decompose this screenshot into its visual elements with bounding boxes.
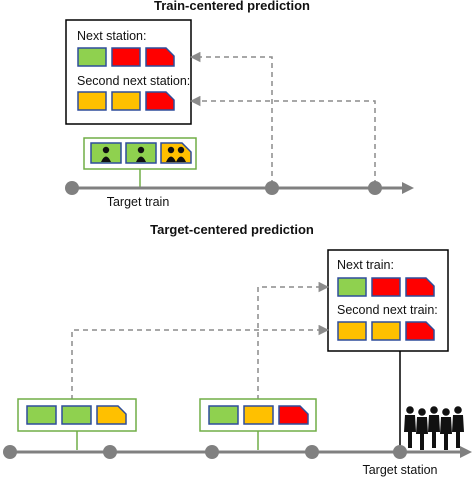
second-next-train-label: Second next train: [337,303,438,317]
target-train-label: Target train [107,195,170,209]
waiting-people-icon [404,406,464,450]
next-station-label: Next station: [77,29,146,43]
passenger-body [166,156,176,162]
second-station-connector [189,95,376,185]
passenger-icon [102,146,110,154]
train-car [337,321,367,341]
second-next-station-cars [77,91,175,111]
top-node-1 [65,181,79,195]
person-icon [430,406,438,414]
train-car [278,405,309,425]
train-car [405,277,435,297]
person-icon [442,408,450,416]
top-node-2 [265,181,279,195]
train-car [61,405,92,425]
train-car [111,91,141,111]
passenger-body [101,156,111,162]
person-icon [452,415,464,448]
target-centered-title: Target-centered prediction [150,222,314,237]
passenger-body [176,156,186,162]
target-station-label: Target station [362,463,437,477]
person-icon [418,408,426,416]
train-centered-title: Train-centered prediction [154,0,310,13]
train-car [243,405,274,425]
bottom-track-arrowhead [460,446,472,458]
person-icon [428,415,440,448]
passenger-icon [137,146,145,154]
person-icon [454,406,462,414]
passenger-icon [167,146,175,154]
top-node-3 [368,181,382,195]
passenger-body [136,156,146,162]
bottom-node-5 [393,445,407,459]
next-train-cars [337,277,435,297]
next-train-label: Next train: [337,258,394,272]
person-icon [406,406,414,414]
next-station-cars [77,47,175,67]
train-car [208,405,239,425]
bottom-node-3 [205,445,219,459]
train-car [96,405,127,425]
train-car [26,405,57,425]
train-a-cars [26,405,127,425]
person-icon [404,415,416,448]
passenger-icon [177,146,185,154]
second-train-connector [71,324,330,400]
second-next-station-label: Second next station: [77,74,190,88]
train-b-cars [208,405,309,425]
bottom-node-4 [305,445,319,459]
person-icon [440,417,452,450]
train-car [371,321,401,341]
bottom-node-2 [103,445,117,459]
train-dashed-connectors [189,51,376,185]
train-car [77,91,107,111]
target-dashed-connectors [71,281,330,400]
top-track-arrowhead [402,182,414,194]
train-car [111,47,141,67]
train-car [77,47,107,67]
train-car [337,277,367,297]
next-station-connector [189,51,273,185]
train-car [405,321,435,341]
train-car [145,47,175,67]
second-next-train-cars [337,321,435,341]
train-car [371,277,401,297]
person-icon [416,417,428,450]
bottom-node-1 [3,445,17,459]
next-train-connector [257,281,330,400]
train-car [145,91,175,111]
target-train-cars [90,142,192,164]
